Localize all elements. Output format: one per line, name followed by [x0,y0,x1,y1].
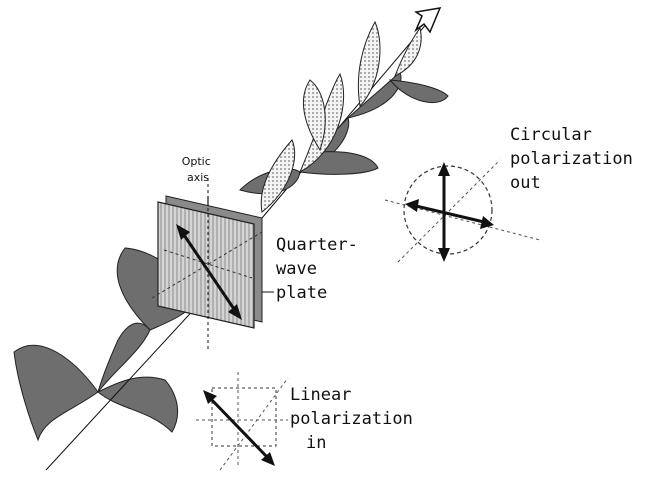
polarization-arrow-plate [180,231,238,313]
wave-lobe [357,20,381,108]
quarter-wave-plate [151,178,263,350]
wave-lobe [260,139,296,213]
quarter-wave-plate-label: Quarter- wave plate [276,235,368,303]
wave-lobe [394,26,422,77]
circular-polarization-glyph [384,159,541,263]
wave-lobe [388,79,449,104]
wave-lobe [97,322,151,393]
wave-lobe [97,376,179,433]
linear-polarization-label: Linear polarization in [290,385,423,453]
circular-polarization-label: Circular polarization out [510,125,643,193]
propagation-axis [45,291,211,471]
propagation-arrowhead [414,7,442,34]
arrowhead [176,224,190,240]
circular-wave-out [239,7,449,219]
linear-polarization-glyph [196,372,289,471]
optic-axis-label: Optic axis [182,155,215,184]
arrowhead [228,304,242,320]
wave-lobe [302,79,326,152]
wave-lobe [13,344,99,442]
